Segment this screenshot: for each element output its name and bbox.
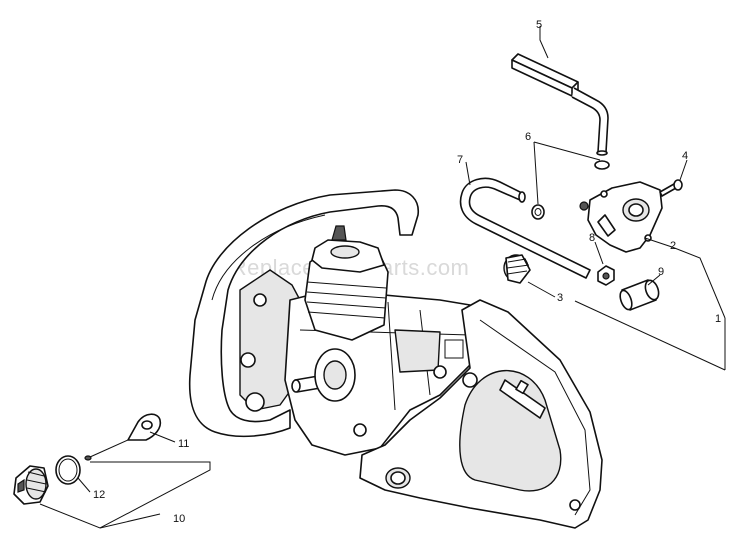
callout-9: 9 <box>658 266 664 278</box>
part-12-o-ring <box>55 455 81 485</box>
callout-4: 4 <box>682 150 688 162</box>
part-11-dipstick-strap <box>84 413 162 461</box>
part-6-seal-rings <box>531 160 610 220</box>
callout-3: 3 <box>557 292 563 304</box>
callout-2: 2 <box>670 240 676 252</box>
part-3-worm-gear <box>503 254 531 284</box>
callout-11: 11 <box>178 438 189 450</box>
part-9-plunger <box>619 279 660 311</box>
callout-labels: 1 2 3 4 5 6 7 8 9 10 11 12 <box>93 19 721 525</box>
callout-12: 12 <box>93 489 105 501</box>
part-7-hose <box>459 177 591 279</box>
part-8-nut <box>597 265 615 286</box>
callout-7: 7 <box>457 154 463 166</box>
part-10-oil-cap <box>13 465 49 505</box>
part-5-hose <box>511 53 609 156</box>
leader-lines <box>39 26 726 529</box>
callout-1: 1 <box>715 313 721 325</box>
callout-10: 10 <box>173 513 185 525</box>
engine-housing <box>188 189 603 529</box>
part-4-bolt <box>659 179 683 197</box>
callout-6: 6 <box>525 131 531 143</box>
part-2-oil-pump <box>579 181 663 253</box>
callout-5: 5 <box>536 19 542 31</box>
callout-8: 8 <box>589 232 595 244</box>
